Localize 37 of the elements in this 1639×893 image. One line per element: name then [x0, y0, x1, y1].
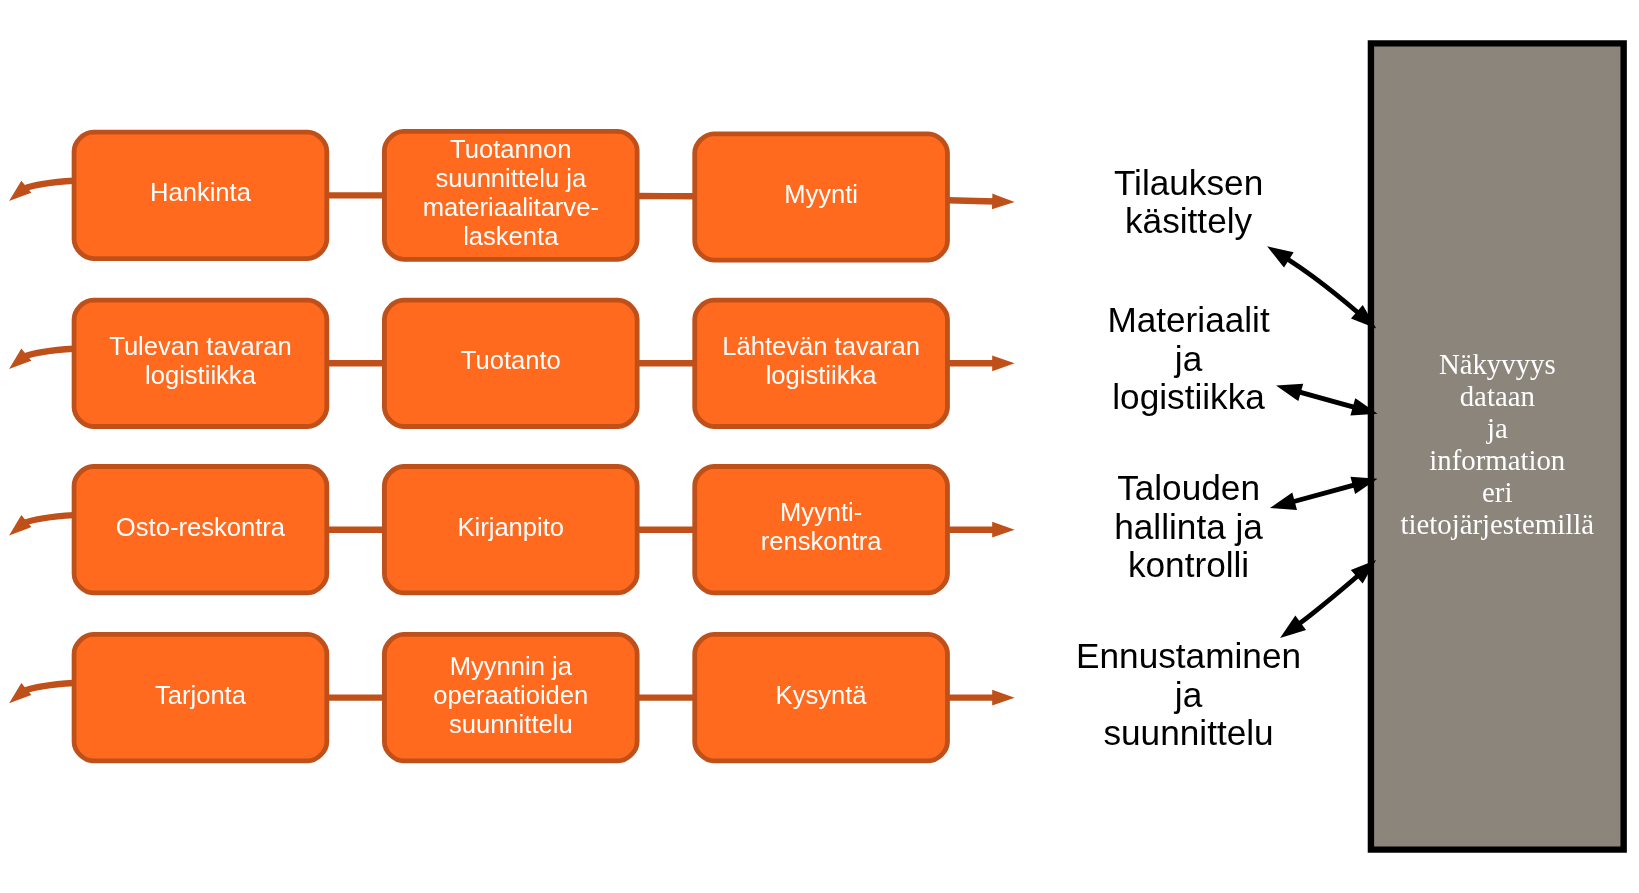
arrow [1280, 559, 1377, 638]
arrow [1267, 246, 1377, 329]
arrow [9, 511, 75, 536]
connector [637, 526, 695, 533]
arrow [9, 345, 75, 370]
node-box: Myynnin ja operaatioiden suunnittelu [382, 632, 640, 764]
connector [326, 360, 385, 367]
arrow [947, 689, 1015, 706]
node-box: Tuotanto [382, 297, 640, 429]
node-text: Talouden hallinta ja kontrolli [1114, 468, 1263, 585]
arrow [1276, 383, 1378, 416]
node-box: Hankinta [71, 129, 330, 261]
node-box: Tulevan tavaran logistiikka [71, 297, 330, 429]
arrow [9, 679, 75, 704]
arrow [947, 193, 1015, 210]
connector [637, 360, 695, 367]
node-box: Kysyntä [692, 632, 950, 764]
node-text: Ennustaminen ja suunnittelu [1076, 636, 1302, 752]
node-box: Myynti [692, 131, 950, 263]
node-box: Näkyvyys dataan ja information eri tietojärjestemillä [1367, 40, 1627, 853]
node-box: Tarjonta [71, 632, 330, 764]
node-box: Lähtevän tavaran logistiikka [692, 297, 950, 429]
node-box: Tuotannon suunnittelu ja materiaalitarve-laskenta [382, 129, 640, 262]
connector [326, 192, 385, 199]
arrow [1269, 476, 1378, 510]
node-text: Tilauksen käsittely [1113, 162, 1264, 241]
node-box: Myynti-renskontra [692, 464, 950, 596]
arrow [947, 355, 1015, 372]
connector [326, 526, 385, 533]
connector [637, 192, 695, 200]
node-box: Kirjanpito [382, 464, 640, 596]
node-box: Osto-reskontra [71, 464, 330, 596]
connector [637, 694, 695, 701]
arrow [947, 521, 1015, 538]
node-text: Materiaalit ja logistiikka [1107, 300, 1270, 417]
connector [326, 694, 385, 701]
arrow [9, 177, 75, 202]
